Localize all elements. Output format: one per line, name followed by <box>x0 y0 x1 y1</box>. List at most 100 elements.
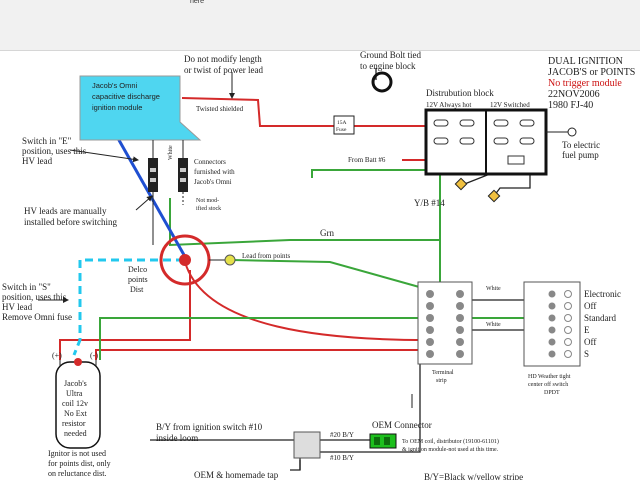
delco-label-2: points <box>128 275 148 284</box>
white-label-vertical: White <box>168 145 174 160</box>
connectors-label-3: Jacob's Omni <box>194 178 232 186</box>
not-modified-label-2: ified stock <box>196 205 221 212</box>
pos-e: E <box>584 325 590 335</box>
connectors-label-1: Connectors <box>194 158 226 166</box>
tap-to-connector-10 <box>320 360 421 453</box>
fuse-label-1: 15A <box>337 120 347 126</box>
lead-from-points-label: Lead from points <box>242 252 290 260</box>
ground-bolt-label-2: to engine block <box>360 61 416 71</box>
coil-label-6: needed <box>64 429 87 438</box>
tap-oem-lead <box>290 460 301 471</box>
oem-connector-label: OEM Connector <box>372 420 432 430</box>
switch-e-label-2: position, uses this <box>22 146 87 156</box>
not-modified-label-1: Not mod- <box>196 198 219 204</box>
browser-topbar: here <box>0 0 640 51</box>
ground-wires <box>99 169 540 360</box>
to-oem-label-1: To OEM coil, distributor (19100-61101) <box>402 438 499 445</box>
oem-tap <box>293 431 321 459</box>
omni-label-1: Jacob's Omni <box>92 81 138 90</box>
omni-module: Jacob's Omni capacitive discharge igniti… <box>79 75 202 141</box>
delco-label-3: Dist <box>130 285 144 294</box>
oem-connector <box>369 433 397 449</box>
coil-to-terminal <box>95 349 420 360</box>
distribution-block <box>424 108 577 176</box>
switch-s-label-2: position, uses this <box>2 292 67 302</box>
green-long-loop <box>311 169 441 290</box>
ground-bolt <box>371 71 393 93</box>
ignitor-note-3: on reluctance dist. <box>48 469 106 478</box>
coil-label-3: coil 12v <box>62 399 88 408</box>
ignitor-note-1: Ignitor is not used <box>48 449 106 458</box>
omni-label-3: ignition module <box>92 103 142 112</box>
terminal-strip-label-2: strip <box>436 378 447 384</box>
omni-power-lead <box>181 97 338 127</box>
yb-inline-fuse-1 <box>454 177 468 191</box>
title-line-4: 22NOV2006 <box>548 89 600 100</box>
coil-label-2: Ultra <box>66 389 83 398</box>
coil-label-1: Jacob's <box>64 379 87 388</box>
b10-label: #10 B/Y <box>330 454 354 462</box>
pos-off-1: Off <box>584 301 596 311</box>
title-line-1: DUAL IGNITION <box>548 56 623 67</box>
by-label-2: inside loom <box>156 433 198 443</box>
pos-standard: Standard <box>584 313 616 323</box>
switch-s-label-3: HV lead <box>2 302 33 312</box>
switch-e-label-3: HV lead <box>22 156 53 166</box>
delco-label-1: Delco <box>128 265 147 274</box>
always-hot-label: 12V Always hot <box>426 101 471 109</box>
title-block: DUAL IGNITION JACOB'S or POINTS No trigg… <box>548 56 635 111</box>
title-line-5: 1980 FJ-40 <box>548 100 593 111</box>
dpdt-switch <box>523 281 581 367</box>
hv-lead-s-cyan <box>72 258 184 356</box>
fuse-15a <box>333 115 355 135</box>
hv-manual-label-1: HV leads are manually <box>24 206 107 216</box>
coil-minus-label: (-) <box>90 351 98 360</box>
pos-s: S <box>584 349 589 359</box>
b20-label: #20 B/Y <box>330 431 354 439</box>
omni-label-2: capacitive discharge <box>92 92 160 101</box>
pos-off-2: Off <box>584 337 596 347</box>
title-line-3: No trigger module <box>548 78 622 89</box>
pointer-lines <box>38 72 413 408</box>
green-lower <box>99 317 428 360</box>
oem-tap-label: OEM & homemade tap <box>194 470 279 480</box>
hd-switch-label-3: DPDT <box>544 390 560 396</box>
ignitor-note-2: for points dist, only <box>48 459 111 468</box>
by-label-1: B/Y from ignition switch #10 <box>156 422 263 432</box>
coil-label-4: No Ext <box>64 409 88 418</box>
yb14-label: Y/B #14 <box>414 198 445 208</box>
coil <box>55 358 101 449</box>
switch-e-label-1: Switch in "E" <box>22 136 72 146</box>
switch-s-label-4: Remove Omni fuse <box>2 312 72 322</box>
title-line-2: JACOB'S or POINTS <box>548 67 635 78</box>
from-batt-label: From Batt #6 <box>348 156 386 164</box>
switch-s-label-1: Switch in "S" <box>2 282 51 292</box>
electric-pump-label-2: fuel pump <box>562 150 599 160</box>
hd-switch-label-1: HD Weather tight <box>528 374 571 380</box>
topbar-text: here <box>190 0 205 5</box>
do-not-modify-2: or twist of power lead <box>184 65 263 75</box>
do-not-modify-1: Do not modify length <box>184 54 262 64</box>
terminal-strip <box>417 281 473 365</box>
coil-plus-label: (+) <box>52 351 62 360</box>
switched-label: 12V Switched <box>490 101 530 109</box>
omni-connectors <box>148 140 188 245</box>
hd-switch-label-2: center off switch <box>528 381 568 388</box>
white-switch-label-2: White <box>486 322 501 328</box>
power-wires <box>59 97 462 360</box>
electric-pump-label-1: To electric <box>562 140 600 150</box>
twisted-shielded-label: Twisted shielded <box>196 105 244 113</box>
terminal-strip-label-1: Terminal <box>432 370 454 376</box>
connectors-label-2: furnished with <box>194 168 235 176</box>
coil-plus-lead <box>59 270 191 360</box>
distribution-block-label: Distrubution block <box>426 88 494 98</box>
ground-bolt-label-1: Ground Bolt tied <box>360 50 421 60</box>
white-switch-label-1: White <box>486 286 501 292</box>
fuse-label-2: Fuse <box>336 127 347 133</box>
distributor <box>159 234 236 286</box>
yb-inline-fuse-2 <box>487 189 501 203</box>
by-legend-note: B/Y=Black w/yellow stripe <box>424 472 523 480</box>
green-to-terminal <box>231 259 431 291</box>
dist-to-terminal-arc <box>184 261 429 341</box>
